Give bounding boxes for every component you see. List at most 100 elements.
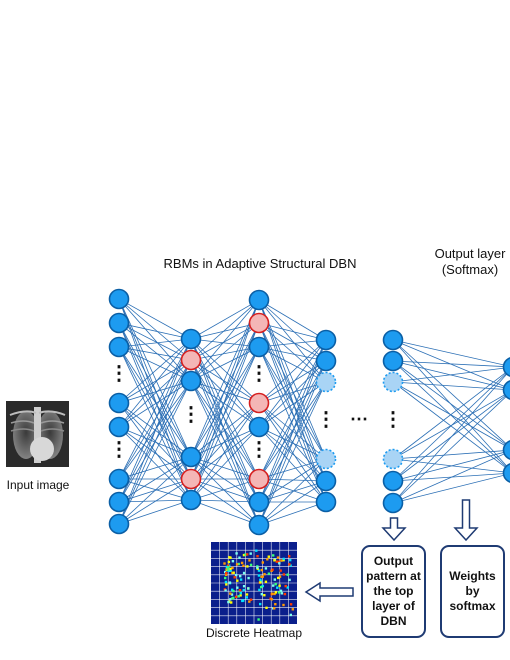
- heatmap-cell: [263, 573, 266, 576]
- edge-line: [392, 391, 510, 460]
- heatmap-cell: [280, 592, 284, 595]
- heatmap-cell: [229, 569, 232, 572]
- heatmap-cell: [273, 592, 276, 596]
- edge-line: [392, 391, 510, 482]
- neuron-node: [315, 329, 337, 351]
- edge-line: [190, 338, 260, 503]
- heatmap-cell: [277, 591, 281, 594]
- heatmap-cell: [228, 556, 231, 559]
- neuron-node: [108, 491, 130, 513]
- heatmap-cell: [266, 558, 269, 561]
- edge-line: [392, 339, 510, 367]
- edge-line: [118, 346, 192, 501]
- edge-line: [118, 338, 192, 480]
- heatmap-cell: [228, 581, 232, 584]
- heatmap-cell: [282, 603, 285, 607]
- edge-line: [118, 346, 192, 480]
- edge-line: [258, 346, 327, 503]
- heatmap-cell: [237, 562, 240, 566]
- vertical-ellipsis: ⋮: [249, 438, 269, 460]
- heatmap-cell: [261, 584, 264, 588]
- heatmap-cell: [227, 560, 231, 564]
- heatmap-cell: [230, 593, 234, 596]
- added-neuron-node: [248, 312, 270, 334]
- neuron-nodes: [108, 288, 510, 536]
- heatmap-cell: [247, 576, 250, 580]
- heatmap-cell: [224, 576, 227, 580]
- neuron-node: [180, 489, 202, 511]
- heatmap-cell: [257, 569, 261, 572]
- edge-line: [258, 346, 327, 383]
- neuron-node: [108, 312, 130, 334]
- neuron-node: [248, 336, 270, 358]
- neuron-node: [502, 463, 510, 483]
- edge-line: [190, 478, 260, 503]
- down-arrow-weights: [453, 499, 479, 542]
- heatmap-cell: [257, 618, 260, 621]
- edge-line: [258, 339, 327, 480]
- heatmap-cell: [260, 575, 263, 578]
- heatmap-cell: [223, 562, 226, 565]
- heatmap-cell: [225, 571, 228, 575]
- down-arrow-output: [381, 517, 407, 542]
- connection-edges: [118, 298, 510, 526]
- vertical-ellipsis: ⋮: [503, 406, 510, 428]
- edge-line: [392, 381, 510, 472]
- edge-line: [258, 339, 327, 404]
- edge-line: [190, 346, 260, 501]
- neuron-node: [248, 491, 270, 513]
- edge-line: [118, 338, 192, 404]
- edge-line: [190, 478, 260, 501]
- heatmap-cell: [226, 568, 230, 571]
- heatmap-cell: [259, 578, 262, 581]
- edge-line: [190, 402, 260, 458]
- vertical-ellipsis: ⋮: [109, 362, 129, 384]
- heatmap-cell: [273, 559, 276, 562]
- edge-line: [190, 456, 260, 480]
- flow-arrows: [304, 499, 479, 603]
- edge-line: [190, 499, 260, 526]
- edge-line: [190, 456, 260, 503]
- edge-line: [190, 380, 260, 404]
- heatmap-cell: [224, 589, 227, 592]
- edge-line: [392, 360, 510, 368]
- heatmap-cell: [273, 578, 276, 581]
- edge-line: [118, 380, 192, 404]
- heatmap-cell: [289, 558, 292, 562]
- heatmap-cell: [237, 595, 240, 598]
- edge-line: [258, 381, 327, 428]
- heatmap-cell: [230, 601, 233, 604]
- heatmap-cell: [227, 600, 230, 604]
- heatmap-cell: [238, 589, 242, 592]
- edge-line: [258, 480, 327, 526]
- neuron-node: [315, 350, 337, 372]
- edge-line: [190, 322, 260, 361]
- heatmap-cell: [260, 585, 263, 589]
- heatmap-cell: [257, 574, 261, 577]
- neuron-node: [180, 446, 202, 468]
- edge-line: [190, 359, 260, 480]
- heatmap-cell: [278, 562, 281, 565]
- edge-line: [258, 339, 327, 526]
- heatmap-cell: [259, 581, 262, 584]
- heatmap-cell: [271, 568, 274, 571]
- neuron-node: [382, 470, 404, 492]
- heatmap-cell: [279, 589, 283, 592]
- edge-line: [118, 338, 192, 503]
- heatmap-cell: [239, 591, 242, 595]
- edge-line: [190, 299, 260, 382]
- edge-line: [258, 299, 327, 341]
- heatmap-cell: [278, 584, 281, 587]
- weights-softmax-text: Weights by softmax: [449, 569, 496, 613]
- heatmap-cell: [242, 588, 245, 592]
- candidate-neuron-node: [315, 448, 337, 470]
- edge-line: [258, 426, 327, 503]
- neuron-node: [108, 513, 130, 535]
- output-layer-title: Output layer (Softmax): [434, 246, 506, 277]
- edge-line: [392, 360, 510, 390]
- heatmap-cell: [234, 573, 238, 577]
- heatmap-cell: [236, 579, 239, 582]
- edge-line: [392, 369, 510, 482]
- edge-line: [190, 299, 260, 480]
- heatmap-cell: [264, 567, 268, 570]
